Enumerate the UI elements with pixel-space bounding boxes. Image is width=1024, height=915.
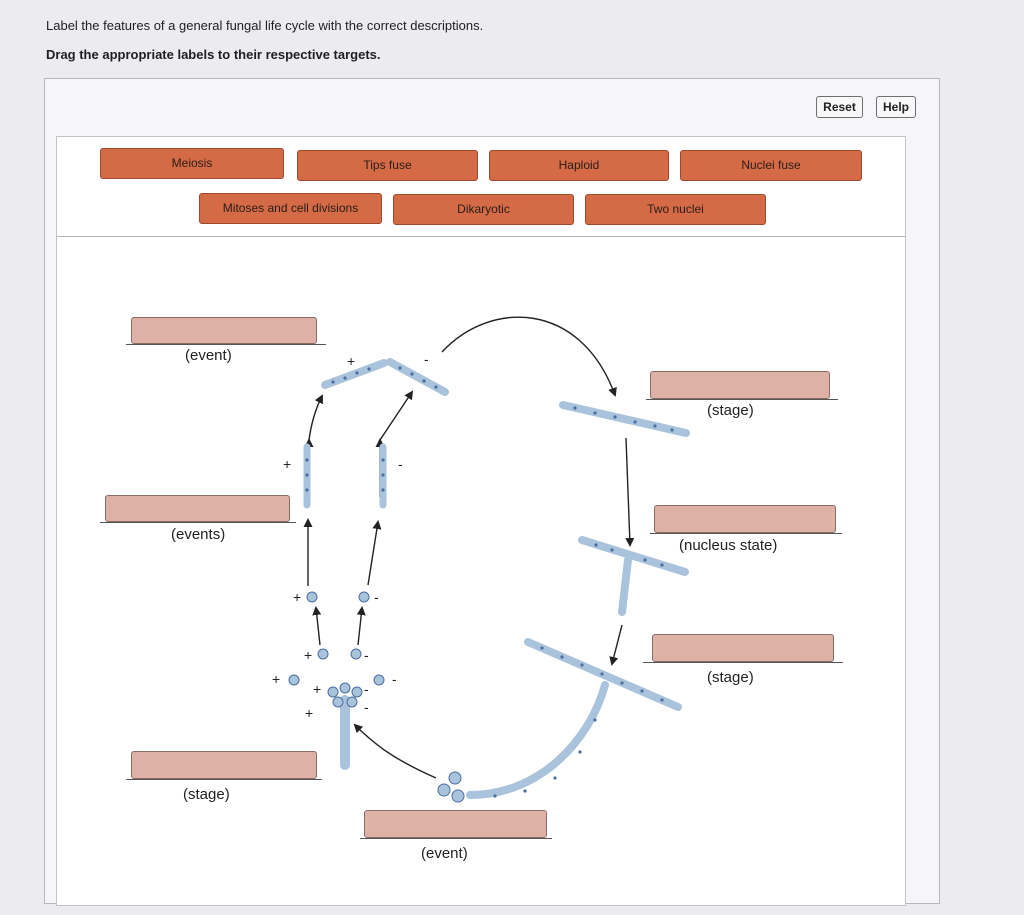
drop-target-event-top[interactable] — [131, 317, 317, 344]
mating-sign: + — [293, 589, 301, 605]
target-underline — [360, 838, 552, 839]
mating-sign: + — [283, 456, 291, 472]
drop-target-nucleus-state[interactable] — [654, 505, 836, 533]
mating-sign: - — [424, 351, 429, 367]
drop-target-stage-bottom-left[interactable] — [131, 751, 317, 779]
label-tile-haploid[interactable]: Haploid — [489, 150, 669, 181]
target-hint: (event) — [185, 347, 232, 364]
label-tile-tips-fuse[interactable]: Tips fuse — [297, 150, 478, 181]
mating-sign: - — [364, 647, 369, 663]
mating-sign: + — [304, 647, 312, 663]
label-tile-dikaryotic[interactable]: Dikaryotic — [393, 194, 574, 225]
drop-target-event-bottom[interactable] — [364, 810, 547, 838]
drop-target-stage-upper-right[interactable] — [650, 371, 830, 399]
mating-sign: + — [305, 705, 313, 721]
mating-sign: - — [364, 681, 369, 697]
target-underline — [646, 399, 838, 400]
instruction-subtext: Drag the appropriate labels to their res… — [46, 47, 381, 62]
target-underline — [126, 344, 326, 345]
drop-target-events-left[interactable] — [105, 495, 290, 522]
target-underline — [126, 779, 322, 780]
spore-cluster — [327, 682, 465, 803]
reset-button[interactable]: Reset — [816, 96, 863, 118]
hyphae — [303, 358, 690, 799]
target-hint: (event) — [421, 845, 468, 862]
label-tile-mitoses-cell-divisions[interactable]: Mitoses and cell divisions — [199, 193, 382, 224]
target-hint: (nucleus state) — [679, 537, 778, 554]
mating-sign: - — [364, 699, 369, 715]
target-hint: (events) — [171, 526, 226, 543]
target-hint: (stage) — [707, 402, 754, 419]
target-underline — [643, 662, 843, 663]
label-tile-two-nuclei[interactable]: Two nuclei — [585, 194, 766, 225]
label-tile-nuclei-fuse[interactable]: Nuclei fuse — [680, 150, 862, 181]
instruction-text: Label the features of a general fungal l… — [46, 18, 484, 33]
target-underline — [650, 533, 842, 534]
label-bank-divider — [57, 236, 905, 237]
label-tile-meiosis[interactable]: Meiosis — [100, 148, 284, 179]
cycle-arrows — [303, 316, 635, 779]
mating-sign: - — [374, 589, 379, 605]
target-hint: (stage) — [707, 669, 754, 686]
spores — [288, 591, 385, 686]
mating-sign: - — [392, 671, 397, 687]
help-button[interactable]: Help — [876, 96, 916, 118]
mating-type-signs: + - + - + - + - + - + - + - — [272, 351, 429, 721]
target-hint: (stage) — [183, 786, 230, 803]
hypha-nuclei — [305, 366, 674, 798]
target-underline — [100, 522, 296, 523]
drop-target-stage-lower-right[interactable] — [652, 634, 834, 662]
mating-sign: - — [398, 456, 403, 472]
mating-sign: + — [313, 681, 321, 697]
mating-sign: + — [272, 671, 280, 687]
mating-sign: + — [347, 353, 355, 369]
